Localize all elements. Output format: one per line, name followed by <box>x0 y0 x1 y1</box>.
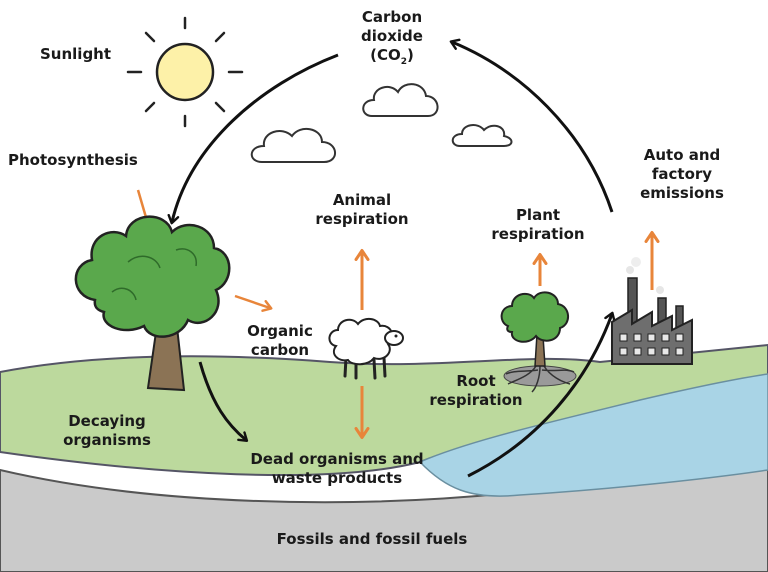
label-plant-respiration: Plant respiration <box>491 206 585 243</box>
arrow-organic-carbon <box>234 294 273 312</box>
label-fossils: Fossils and fossil fuels <box>276 530 468 548</box>
sheep-icon <box>328 318 404 380</box>
cloud-icon <box>250 127 336 163</box>
arrow-co2-to-photosynthesis <box>167 53 339 225</box>
arrow-decay-to-dead <box>198 361 249 442</box>
factory-icon <box>611 257 693 365</box>
cloud-icon <box>451 124 513 147</box>
arrow-emissions-to-co2 <box>449 38 614 213</box>
carbon-dioxide-line1: Carbon <box>361 8 423 26</box>
label-dead-organisms: Dead organisms and waste products <box>250 450 424 487</box>
cloud-icon <box>362 83 439 117</box>
carbon-dioxide-formula: (CO2) <box>370 46 414 67</box>
tree-icon <box>74 215 231 392</box>
label-decaying-organisms: Decaying organisms <box>63 412 151 449</box>
label-auto-factory-emissions: Auto and factory emissions <box>640 146 724 202</box>
arrow-fossil-to-factory <box>467 311 616 478</box>
label-organic-carbon: Organic carbon <box>247 322 313 359</box>
sun-icon <box>126 16 244 128</box>
label-root-respiration: Root respiration <box>429 372 523 409</box>
plant-icon <box>500 291 577 393</box>
carbon-dioxide-line2: dioxide <box>361 27 423 45</box>
label-carbon-dioxide: Carbon dioxide (CO2) <box>352 8 432 67</box>
label-sunlight: Sunlight <box>40 45 112 63</box>
label-animal-respiration: Animal respiration <box>315 191 409 228</box>
label-photosynthesis: Photosynthesis <box>8 151 138 169</box>
